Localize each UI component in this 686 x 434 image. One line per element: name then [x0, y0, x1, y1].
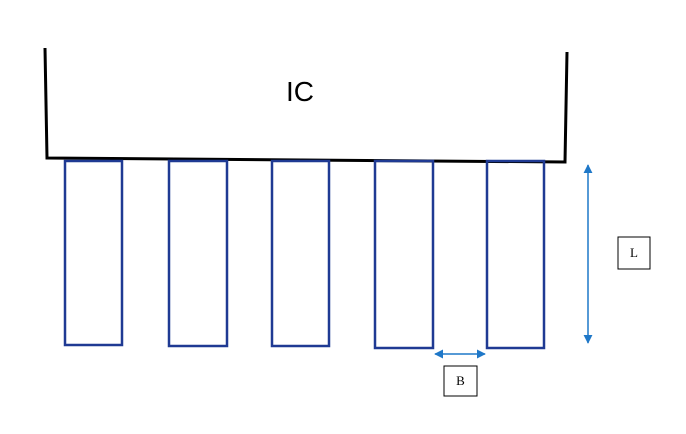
ic-label: IC — [286, 76, 314, 107]
pin-5 — [485, 159, 546, 350]
spacing-label: B — [456, 373, 465, 388]
pin-1 — [63, 159, 124, 347]
pin-4 — [373, 159, 435, 350]
length-label-box — [617, 236, 651, 270]
pin-3 — [270, 159, 331, 348]
pin-2 — [167, 159, 229, 348]
length-label: L — [630, 245, 638, 260]
spacing-label-box — [443, 365, 478, 397]
